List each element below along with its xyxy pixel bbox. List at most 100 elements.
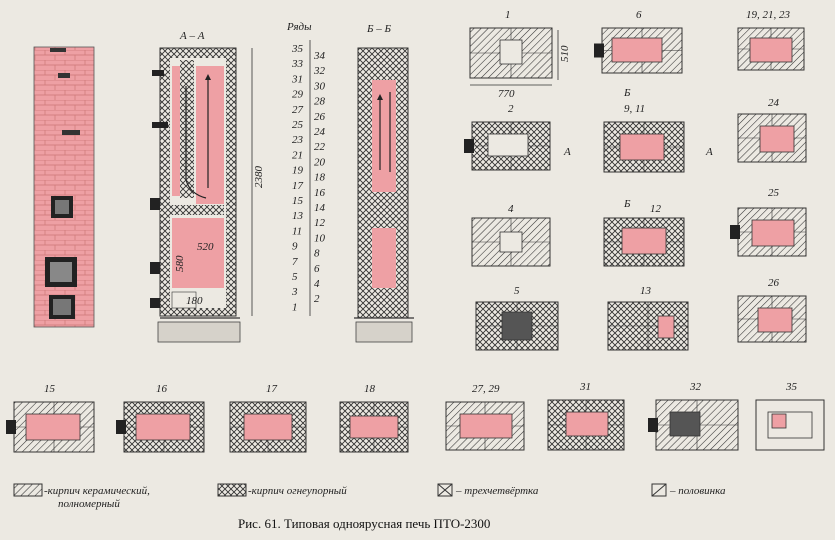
plan-row-18: 31 bbox=[547, 381, 625, 451]
plan-row-19: 32 bbox=[648, 381, 739, 451]
legend: -кирпич керамический, полномерный -кирпи… bbox=[13, 483, 726, 510]
plan-opening bbox=[243, 413, 293, 441]
section-a-a: А – А 520 580 180 2380 bbox=[150, 30, 265, 343]
plan-opening bbox=[751, 219, 795, 247]
plan-opening bbox=[771, 413, 787, 429]
dim-520-label: 520 bbox=[197, 241, 214, 253]
row-number-label: 26 bbox=[314, 111, 326, 123]
plan-opening bbox=[459, 413, 513, 439]
row-number-label: 18 bbox=[314, 172, 326, 184]
row-number-label: 34 bbox=[313, 50, 326, 62]
section-b-b-title: Б – Б bbox=[366, 23, 391, 35]
plan-opening bbox=[487, 133, 529, 157]
plan-label: 35 bbox=[785, 381, 798, 393]
row-number-label: 3 bbox=[291, 286, 298, 298]
row-number-label: 15 bbox=[292, 195, 304, 207]
row-number-label: 28 bbox=[314, 96, 326, 108]
dim-510-label: 510 bbox=[559, 45, 571, 62]
rows-title: Ряды bbox=[286, 21, 312, 33]
plan-opening bbox=[499, 39, 523, 65]
row-number-label: 8 bbox=[314, 248, 320, 260]
row-number-label: 29 bbox=[292, 89, 304, 101]
row-number-label: 12 bbox=[314, 217, 326, 229]
row-number-label: 23 bbox=[292, 134, 304, 146]
door-icon bbox=[594, 43, 604, 58]
plan-opening bbox=[759, 125, 795, 153]
figure-caption: Рис. 61. Типовая одноярусная печь ПТО-23… bbox=[238, 516, 490, 531]
row-number-label: 25 bbox=[292, 119, 304, 131]
plan-label: 27, 29 bbox=[472, 383, 500, 395]
plan-label: 15 bbox=[44, 383, 56, 395]
row-number-label: 6 bbox=[314, 263, 320, 275]
legend-half: – половинка bbox=[669, 485, 726, 497]
plan-row-11: 13 bbox=[607, 285, 689, 351]
plan-opening bbox=[619, 133, 665, 161]
plan-opening bbox=[135, 413, 191, 441]
plan-opening bbox=[669, 411, 701, 437]
door-icon bbox=[648, 418, 658, 432]
legend-firebrick: -кирпич огнеупорный bbox=[248, 485, 347, 497]
mark-a-right: А bbox=[705, 146, 713, 158]
plan-row-15: 17 bbox=[229, 383, 307, 453]
plan-opening bbox=[349, 415, 399, 439]
plan-label: 6 bbox=[636, 9, 642, 21]
row-number-label: 1 bbox=[292, 301, 298, 313]
front-view bbox=[33, 46, 95, 328]
plan-row-12: 26 bbox=[737, 277, 807, 343]
plan-row-16: 18 bbox=[339, 383, 409, 453]
plan-label: 1 bbox=[505, 9, 511, 21]
section-marks: А А Б Б bbox=[563, 87, 713, 210]
door-icon bbox=[464, 139, 474, 153]
mark-a-left: А bbox=[563, 146, 571, 158]
row-number-label: 22 bbox=[314, 141, 326, 153]
row-number-label: 4 bbox=[314, 278, 320, 290]
mark-b-bottom: Б bbox=[623, 198, 631, 210]
row-number-label: 31 bbox=[291, 73, 303, 85]
dim-180-label: 180 bbox=[186, 295, 203, 307]
row-number-label: 27 bbox=[292, 104, 304, 116]
row-number-label: 19 bbox=[292, 165, 304, 177]
row-number-label: 10 bbox=[314, 232, 326, 244]
plan-row-4: 2 bbox=[464, 103, 551, 171]
row-number-label: 21 bbox=[292, 149, 303, 161]
plan-label: 4 bbox=[508, 203, 514, 215]
plan-opening bbox=[501, 311, 533, 341]
row-number-label: 33 bbox=[291, 58, 304, 70]
row-number-label: 24 bbox=[314, 126, 326, 138]
legend-three-quarter: – трехчетвёртка bbox=[455, 485, 539, 497]
plan-row-8: 12 bbox=[603, 203, 685, 267]
row-number-label: 16 bbox=[314, 187, 326, 199]
plan-label: 2 bbox=[508, 103, 514, 115]
row-number-label: 9 bbox=[292, 241, 298, 253]
plan-outline bbox=[755, 399, 825, 451]
plan-opening bbox=[499, 231, 523, 253]
plan-label: 24 bbox=[768, 97, 780, 109]
door-icon bbox=[730, 225, 740, 239]
plan-row-1: 1 bbox=[469, 9, 553, 79]
row-number-label: 2 bbox=[314, 293, 320, 305]
row-number-label: 13 bbox=[292, 210, 304, 222]
plan-row-7: 4 bbox=[471, 203, 551, 267]
plan-label: 31 bbox=[579, 381, 591, 393]
section-a-a-title: А – А bbox=[179, 30, 205, 42]
plan-label: 25 bbox=[768, 187, 780, 199]
row-number-label: 7 bbox=[292, 256, 298, 268]
plan-row-17: 27, 29 bbox=[445, 383, 525, 451]
dim-580-label: 580 bbox=[174, 255, 186, 272]
plan-1-dimensions: 770 510 bbox=[470, 30, 571, 100]
mark-b-top: Б bbox=[623, 87, 631, 99]
plan-opening bbox=[565, 411, 609, 437]
plan-row-9: 25 bbox=[730, 187, 807, 257]
plan-label: 9, 11 bbox=[624, 103, 645, 115]
row-number-label: 14 bbox=[314, 202, 326, 214]
plan-row-20: 35 bbox=[755, 381, 825, 451]
row-number-label: 11 bbox=[292, 225, 302, 237]
section-b-b: Б – Б bbox=[354, 23, 414, 343]
door-icon bbox=[116, 420, 126, 434]
dim-770-label: 770 bbox=[498, 88, 515, 100]
row-number-label: 17 bbox=[292, 180, 304, 192]
plan-label: 18 bbox=[364, 383, 376, 395]
door-icon bbox=[6, 420, 16, 434]
